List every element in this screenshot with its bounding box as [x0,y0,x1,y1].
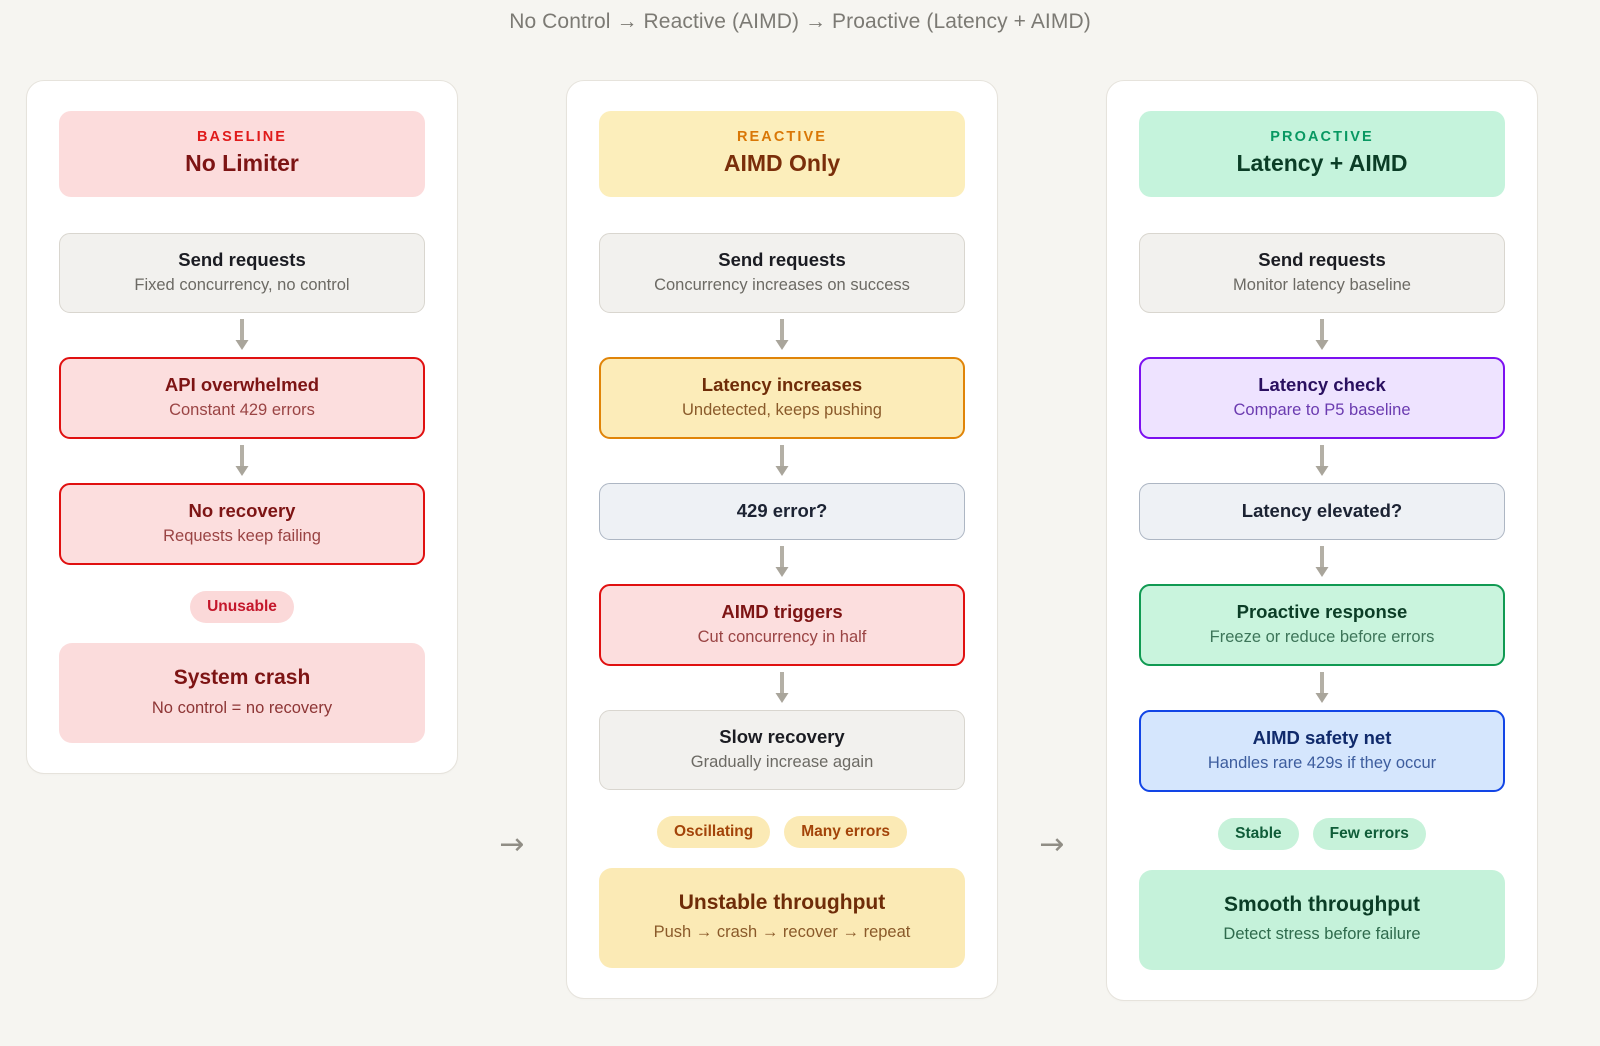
step-title: Send requests [178,249,306,270]
outcome-title: System crash [173,666,311,690]
step-subtitle: Handles rare 429s if they occur [1207,753,1437,772]
step-subtitle: Constant 429 errors [169,400,315,419]
column-header-reactive: REACTIVE AIMD Only [599,111,965,197]
step-box: 429 error? [599,483,965,540]
step-box: Latency elevated? [1139,483,1505,540]
status-badge: Unusable [190,591,294,624]
step-subtitle: Concurrency increases on success [654,275,910,294]
column-kicker: BASELINE [196,129,288,145]
flow-arrow-down-icon [59,439,425,483]
status-badge: Few errors [1312,818,1426,851]
outcome-title: Smooth throughput [1224,893,1420,917]
column-title: Latency + AIMD [1236,150,1408,176]
column-connector-1: → [458,80,566,1046]
step-title: AIMD triggers [721,600,843,622]
flow-arrow-down-icon [1139,666,1505,710]
column-title: No Limiter [185,150,299,176]
column-header-proactive: PROACTIVE Latency + AIMD [1139,111,1505,197]
flow-arrow-down-icon [599,313,965,357]
step-title: API overwhelmed [164,374,320,396]
outcome-subtitle: Detect stress before failure [1223,925,1421,944]
outcome-subtitle: No control = no recovery [151,698,333,717]
step-subtitle: Fixed concurrency, no control [134,275,350,294]
outcome-box: System crash No control = no recovery [59,643,425,744]
column-connector-2: → [998,80,1106,1046]
column-kicker: PROACTIVE [1270,129,1374,145]
column-kicker: REACTIVE [736,129,828,145]
step-title: Latency check [1258,374,1386,396]
connector-arrow-right-icon: → [499,827,525,862]
step-title: Send requests [1258,249,1386,270]
step-title: Slow recovery [719,726,845,747]
step-title: Proactive response [1236,600,1408,622]
flow-arrow-down-icon [1139,439,1505,483]
badge-row: Unusable [59,591,425,624]
status-badge: Stable [1218,818,1299,851]
step-subtitle: Compare to P5 baseline [1233,400,1411,419]
outcome-title: Unstable throughput [678,891,886,915]
flow-arrow-down-icon [599,540,965,584]
step-subtitle: Undetected, keeps pushing [682,400,882,419]
diagram-subtitle: No Control → Reactive (AIMD) → Proactive… [509,10,1091,33]
column-header-baseline: BASELINE No Limiter [59,111,425,197]
step-subtitle: Requests keep failing [163,526,321,545]
flow-arrow-down-icon [1139,313,1505,357]
badge-row: Stable Few errors [1139,818,1505,851]
flow-arrow-down-icon [59,313,425,357]
step-subtitle: Monitor latency baseline [1233,275,1411,294]
step-title: No recovery [188,500,296,522]
status-badge: Many errors [784,816,907,849]
connector-arrow-right-icon: → [1039,827,1065,862]
status-badge: Oscillating [657,816,771,849]
flow-arrow-down-icon [599,666,965,710]
step-title: Send requests [718,249,846,270]
step-subtitle: Gradually increase again [690,752,874,771]
column-title: AIMD Only [723,150,841,176]
step-title: AIMD safety net [1252,727,1392,748]
step-title: Latency elevated? [1241,500,1403,522]
outcome-subtitle: Push → crash → recover → repeat [653,923,911,942]
step-subtitle: Freeze or reduce before errors [1209,627,1435,646]
step-subtitle: Cut concurrency in half [697,627,867,646]
flow-arrow-down-icon [1139,540,1505,584]
badge-row: Oscillating Many errors [599,816,965,849]
flow-arrow-down-icon [599,439,965,483]
step-title: 429 error? [736,500,828,522]
step-title: Latency increases [701,374,863,396]
